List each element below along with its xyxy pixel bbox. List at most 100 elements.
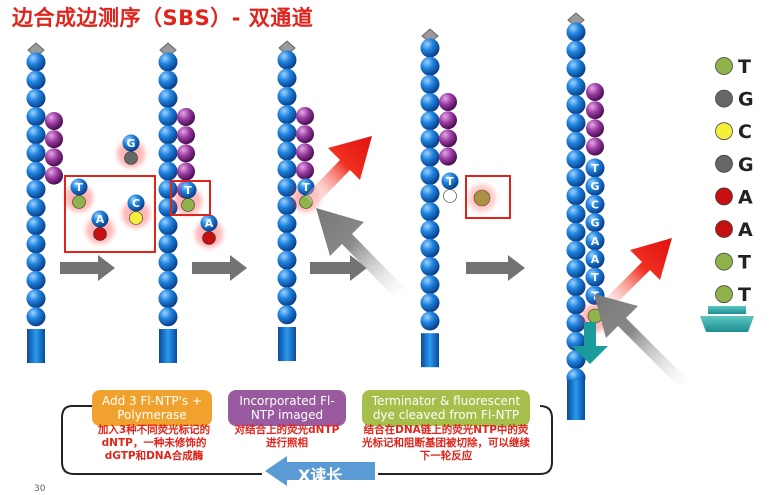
legend-letter: A [738, 186, 753, 208]
strand-bead [420, 56, 440, 76]
sequenced-letter: G [590, 217, 599, 230]
base-letter: T [302, 181, 310, 194]
down-arrow-icon [572, 322, 608, 364]
template-bead [177, 144, 195, 163]
strand-bead [566, 58, 586, 78]
strand-bead [158, 289, 178, 309]
legend-dot [715, 89, 733, 108]
process-arrows [60, 255, 525, 281]
sequenced-bead [585, 267, 605, 287]
strand-bead [26, 52, 46, 72]
strand-bead [158, 179, 178, 199]
template-bead [439, 93, 457, 111]
template-bead [439, 147, 457, 166]
strand-bead [420, 311, 440, 331]
template-bead [177, 162, 195, 181]
strand-bead [566, 168, 586, 188]
sequenced-bead [585, 249, 605, 269]
sequenced-bead [585, 231, 605, 251]
strand-bead [566, 186, 586, 206]
strand-bead [26, 289, 46, 309]
strand-bead [277, 268, 297, 288]
sequenced-letter: G [590, 180, 599, 193]
strand-bead [277, 105, 297, 125]
nucleotide: G [117, 134, 145, 168]
template-bead [296, 161, 314, 180]
strand-bead [277, 250, 297, 270]
nucleotide: T [65, 178, 93, 212]
strand-bead [277, 214, 297, 234]
emission-arrow-icon [598, 238, 672, 314]
strand-bead [566, 295, 586, 315]
strand-bead [26, 161, 46, 181]
strand-bead [158, 234, 178, 254]
template-bead [45, 112, 63, 130]
sequenced-letter: C [591, 198, 599, 211]
strand-bead [566, 240, 586, 260]
template-bead [296, 107, 314, 125]
strand-bead [566, 222, 586, 242]
strand-bead [420, 111, 440, 131]
legend-dot [715, 285, 733, 304]
strand-bead [26, 252, 46, 272]
template-bead [439, 129, 457, 148]
strand-bead [566, 277, 586, 297]
flowcell-anchor [567, 380, 585, 420]
page-title: 边合成边测序（SBS）- 双通道 [12, 6, 314, 30]
sequenced-letter: T [591, 162, 599, 175]
strand-bead [158, 70, 178, 90]
strand-bead [158, 143, 178, 163]
base-letter: A [96, 213, 105, 226]
excitation-arrow-icon [594, 294, 688, 388]
legend-dot [715, 220, 733, 238]
teal-arrow-icon [700, 316, 754, 332]
strand-bead [277, 305, 297, 325]
teal-bar [708, 306, 746, 314]
sequenced-bead [585, 194, 605, 214]
strand-bead [420, 238, 440, 258]
right-arrow-icon [192, 255, 247, 281]
strand-bead [26, 270, 46, 290]
strand-bead [26, 70, 46, 90]
step-image: Incorporated Fl-NTP imaged [228, 390, 346, 426]
strand-bead [158, 198, 178, 218]
sequenced-bead [585, 158, 605, 178]
template-bead [45, 130, 63, 149]
strand-bead [277, 196, 297, 216]
legend-letter: T [738, 252, 751, 274]
nucleotide: A [86, 210, 114, 244]
strand-bead [26, 88, 46, 108]
read-length-arrow-icon [265, 456, 375, 486]
sequenced-letter: A [591, 253, 600, 266]
right-arrow-icon [310, 255, 367, 281]
strand-bead [277, 141, 297, 161]
right-arrow-icon [60, 255, 115, 281]
note-add-ntp: 加入3种不同荧光标记的dNTP，一种未修饰的dGTP和DNA合成酶 [97, 424, 211, 462]
template-bead [439, 111, 457, 130]
strand-bead [26, 307, 46, 327]
strand-bead [420, 38, 440, 58]
strand-bead [420, 165, 440, 185]
flowcell-anchor [159, 329, 177, 363]
template-bead [586, 101, 604, 120]
template-bead [177, 108, 195, 126]
page-number: 30 [34, 484, 46, 494]
base-letter: G [126, 137, 135, 150]
strand-bead [420, 275, 440, 295]
strand-bead [277, 159, 297, 179]
template-bead [586, 83, 604, 101]
strand-bead [566, 40, 586, 60]
strand-bead [566, 259, 586, 279]
strand-bead [420, 220, 440, 240]
strand-bead [158, 52, 178, 72]
strand-bead [420, 147, 440, 167]
note-cleave: 结合在DNA链上的荧光NTP中的荧光标记和阻断基团被切除，可以继续下一轮反应 [362, 424, 530, 462]
legend-dot [715, 57, 733, 75]
step-cleave: Terminator & fluorescent dye cleaved fro… [362, 390, 530, 426]
strand-bead [158, 307, 178, 327]
strand-bead [420, 93, 440, 113]
cycle-loop-right [378, 405, 553, 475]
strand-bead [420, 184, 440, 204]
